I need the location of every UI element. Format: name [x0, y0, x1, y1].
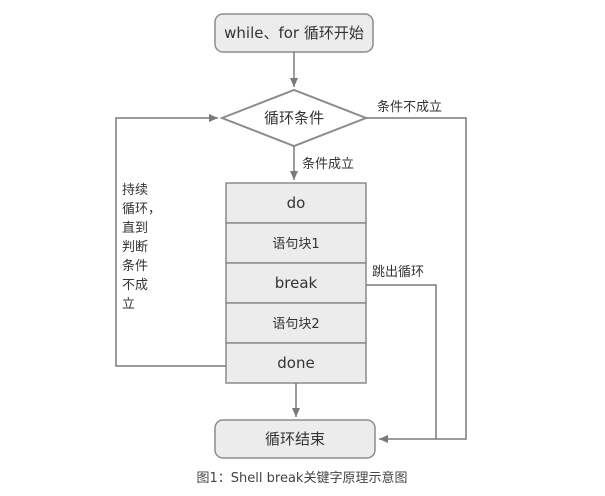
condition-node: 循环条件 [219, 88, 369, 148]
start-node-label: while、for 循环开始 [224, 24, 364, 42]
break-box [225, 262, 367, 304]
done-box [225, 342, 367, 384]
loop-back-line: 判断 [122, 240, 148, 255]
loop-back-line: 立 [122, 297, 135, 312]
condition-true-label: 条件成立 [302, 156, 354, 172]
loop-body: do 语句块1 break 语句块2 done [225, 182, 367, 384]
break-label: break [275, 274, 318, 292]
loop-back-line: 不成 [122, 278, 148, 293]
end-node: 循环结束 [214, 419, 376, 459]
edge-loop-back [115, 114, 226, 367]
do-label: do [287, 194, 306, 212]
break-out-label: 跳出循环 [372, 265, 424, 280]
start-node: while、for 循环开始 [214, 13, 374, 53]
block1-box [225, 222, 367, 264]
block2-label: 语句块2 [272, 317, 319, 332]
figure-caption: 图1：Shell break关键字原理示意图 [197, 470, 408, 486]
edge-break-out [366, 284, 437, 439]
end-node-label: 循环结束 [265, 430, 325, 448]
loop-back-line: 持续 [122, 183, 148, 198]
condition-node-label: 循环条件 [264, 109, 324, 127]
loop-back-label: 持续 循环， 直到 判断 条件 不成 立 [122, 183, 161, 312]
loop-back-line: 条件 [122, 258, 148, 274]
do-box [225, 182, 367, 224]
block1-label: 语句块1 [272, 237, 319, 252]
edge-condition-false [366, 117, 467, 443]
condition-false-label: 条件不成立 [377, 99, 442, 115]
done-label: done [277, 354, 314, 372]
loop-back-line: 直到 [122, 221, 148, 236]
loop-back-line: 循环， [122, 202, 161, 217]
